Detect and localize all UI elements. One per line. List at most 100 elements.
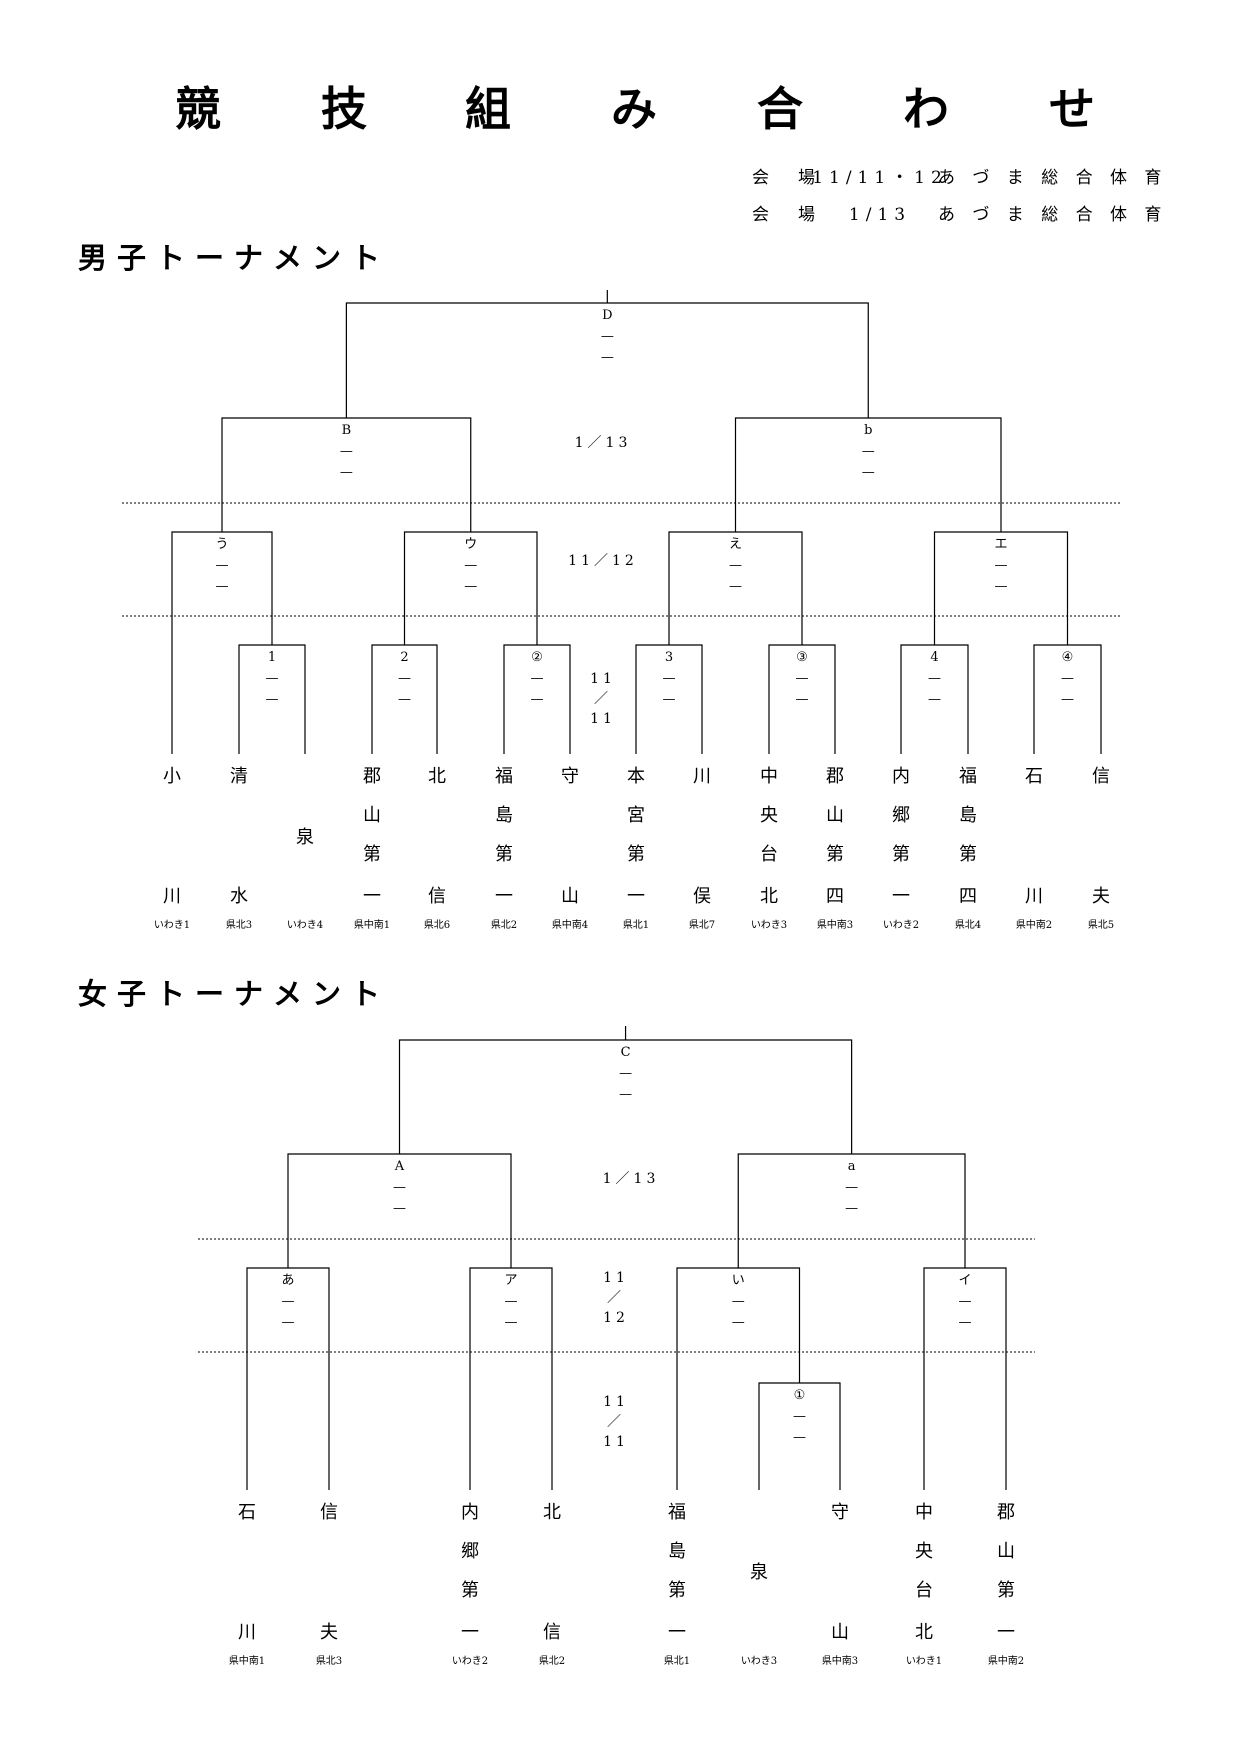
venue-label: 会 場 <box>752 168 821 188</box>
team-name-char: 一 <box>892 886 910 907</box>
region-tag: 県北2 <box>491 919 517 931</box>
team-name-char: 島 <box>959 805 977 826</box>
page-title-char: わ <box>903 82 949 136</box>
score-dash: — <box>845 1180 858 1195</box>
team-name-char: 俣 <box>693 886 711 907</box>
match-label: ア <box>504 1273 517 1288</box>
team-name-char: 信 <box>320 1502 338 1523</box>
region-tag: 県北4 <box>955 919 981 931</box>
match-label: A <box>394 1159 405 1174</box>
team-name-char: 央 <box>760 805 778 826</box>
region-tag: 県中南3 <box>817 918 853 931</box>
women-heading: 女子トーナメント <box>78 977 390 1011</box>
team-name-char: 山 <box>826 805 844 826</box>
score-dash: — <box>216 558 229 573</box>
team-name-char: 内 <box>892 766 910 787</box>
venue-date: 11/11・12 <box>812 168 948 188</box>
men-heading: 男子トーナメント <box>78 241 390 275</box>
region-tag: いわき1 <box>154 919 190 931</box>
team-name-char: 夫 <box>1092 886 1110 907</box>
team-name-char: 本 <box>627 766 645 787</box>
score-dash: — <box>796 692 809 707</box>
score-dash: — <box>959 1315 972 1330</box>
team-name-char: 信 <box>428 886 446 907</box>
team-name-char: 北 <box>915 1622 933 1643</box>
round-date: ／ <box>607 1414 625 1430</box>
score-dash: — <box>995 558 1008 573</box>
round-date: 11 <box>603 1270 629 1286</box>
score-dash: — <box>601 350 614 365</box>
score-dash: — <box>393 1180 406 1195</box>
region-tag: いわき4 <box>287 919 323 931</box>
team-name-char: 郷 <box>892 805 910 826</box>
score-dash: — <box>619 1087 632 1102</box>
region-tag: 県北7 <box>689 919 715 931</box>
team-name-char: 泉 <box>750 1562 768 1583</box>
page-title-char: み <box>611 82 657 136</box>
score-dash: — <box>464 558 477 573</box>
team-name-char: 山 <box>831 1622 849 1643</box>
team-name-char: 夫 <box>320 1622 338 1643</box>
score-dash: — <box>732 1315 745 1330</box>
match-label: a <box>848 1159 856 1174</box>
score-dash: — <box>663 692 676 707</box>
round-date: 11／12 <box>568 553 638 569</box>
team-name-char: 山 <box>561 886 579 907</box>
team-name-char: 川 <box>1025 886 1043 907</box>
match-label: ① <box>794 1388 806 1403</box>
page-title-char: 合 <box>757 82 803 136</box>
score-dash: — <box>282 1315 295 1330</box>
score-dash: — <box>729 558 742 573</box>
team-name-char: 福 <box>495 766 513 787</box>
region-tag: いわき1 <box>906 1655 942 1667</box>
round-date: 1／13 <box>603 1171 660 1187</box>
team-name-char: 宮 <box>627 805 645 826</box>
team-name-char: 一 <box>627 886 645 907</box>
team-name-char: 第 <box>495 844 513 865</box>
match-label: B <box>342 423 352 438</box>
region-tag: いわき3 <box>751 919 787 931</box>
page-title-char: 組 <box>465 82 511 136</box>
team-name-char: 泉 <box>296 827 314 848</box>
match-label: 3 <box>665 650 673 665</box>
team-name-char: 一 <box>668 1622 686 1643</box>
team-name-char: 川 <box>163 886 181 907</box>
region-tag: 県北2 <box>539 1655 565 1667</box>
score-dash: — <box>995 579 1008 594</box>
team-name-char: 央 <box>915 1541 933 1562</box>
page-title-char: 技 <box>321 82 367 136</box>
team-name-char: 第 <box>668 1580 686 1601</box>
score-dash: — <box>729 579 742 594</box>
match-label: え <box>729 537 742 552</box>
team-name-char: 北 <box>543 1502 561 1523</box>
page-title-char: 競 <box>175 82 221 136</box>
team-name-char: 島 <box>668 1541 686 1562</box>
match-label: 1 <box>268 650 276 665</box>
team-name-char: 郷 <box>461 1541 479 1562</box>
region-tag: いわき2 <box>883 919 919 931</box>
score-dash: — <box>959 1294 972 1309</box>
match-label: D <box>602 308 612 323</box>
round-date: 11 <box>590 711 616 727</box>
team-name-char: 一 <box>363 886 381 907</box>
team-name-char: 北 <box>428 766 446 787</box>
score-dash: — <box>928 692 941 707</box>
score-dash: — <box>216 579 229 594</box>
match-label: 4 <box>930 650 938 665</box>
team-name-char: 第 <box>997 1580 1015 1601</box>
team-name-char: 台 <box>760 844 778 865</box>
venue-date: 1/13 <box>849 205 911 225</box>
score-dash: — <box>862 465 875 480</box>
score-dash: — <box>531 692 544 707</box>
team-name-char: 郡 <box>363 766 381 787</box>
team-name-char: 北 <box>760 886 778 907</box>
score-dash: — <box>601 329 614 344</box>
round-date: 1／13 <box>575 435 632 451</box>
score-dash: — <box>862 444 875 459</box>
score-dash: — <box>393 1201 406 1216</box>
score-dash: — <box>796 671 809 686</box>
region-tag: 県北1 <box>623 919 649 931</box>
match-label: い <box>732 1273 745 1288</box>
team-name-char: 信 <box>1092 766 1110 787</box>
